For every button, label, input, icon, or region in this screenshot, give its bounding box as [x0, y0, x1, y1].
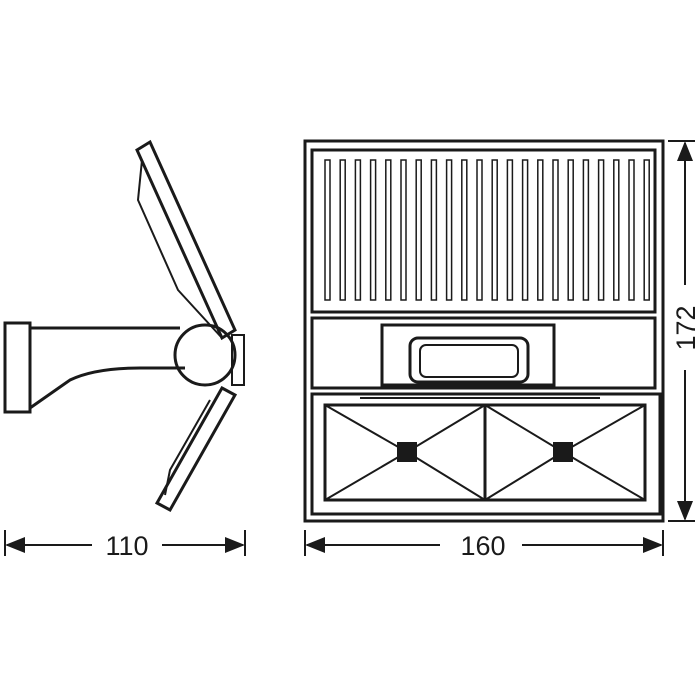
solar-cell-stripe [582, 159, 590, 301]
pivot-bracket [231, 334, 245, 386]
light-housing [310, 392, 662, 516]
solar-cell-stripe [567, 159, 574, 301]
solar-cell-stripe [385, 159, 392, 301]
front-view [303, 139, 665, 523]
width-label: 160 [460, 531, 505, 561]
led-chip-right [553, 442, 573, 462]
solar-cell-stripe [400, 159, 407, 301]
sensor-band [310, 316, 657, 390]
height-label: 172 [671, 305, 700, 350]
solar-cell-stripe [552, 159, 559, 301]
led-chip-left [397, 442, 417, 462]
solar-cell-stripe [369, 159, 377, 301]
solar-cell-stripe [491, 159, 498, 301]
dimension-depth: 110 [4, 530, 246, 561]
outer-frame [303, 139, 665, 523]
dimension-height: 172 [668, 140, 700, 522]
side-view [3, 139, 245, 513]
solar-cell-stripe [643, 159, 650, 301]
depth-label: 110 [105, 531, 148, 561]
dimension-width: 160 [304, 530, 664, 561]
solar-cell-stripe [461, 159, 468, 301]
upper-solar-panel-side [135, 139, 237, 341]
sensor-housing [380, 323, 556, 387]
solar-cell-stripe [445, 159, 453, 301]
mount-arm [29, 326, 185, 410]
solar-cell-stripe [415, 159, 422, 301]
solar-panel-cells [324, 159, 650, 301]
solar-cell-stripe [628, 159, 635, 301]
solar-cell-stripe [613, 159, 620, 301]
solar-cell-stripe [354, 159, 362, 301]
solar-cell-stripe [506, 159, 514, 301]
lower-light-side [154, 385, 238, 513]
solar-cell-stripe [324, 159, 331, 301]
solar-cell-stripe [430, 159, 438, 301]
solar-cell-stripe [537, 159, 544, 301]
solar-cell-stripe [339, 159, 346, 301]
solar-cell-stripe [521, 159, 529, 301]
solar-panel [310, 148, 657, 314]
solar-cell-stripe [476, 159, 483, 301]
wall-mount-base [3, 321, 32, 414]
pivot-joint [173, 323, 237, 387]
motion-sensor-lens [408, 336, 530, 384]
solar-cell-stripe [597, 159, 605, 301]
